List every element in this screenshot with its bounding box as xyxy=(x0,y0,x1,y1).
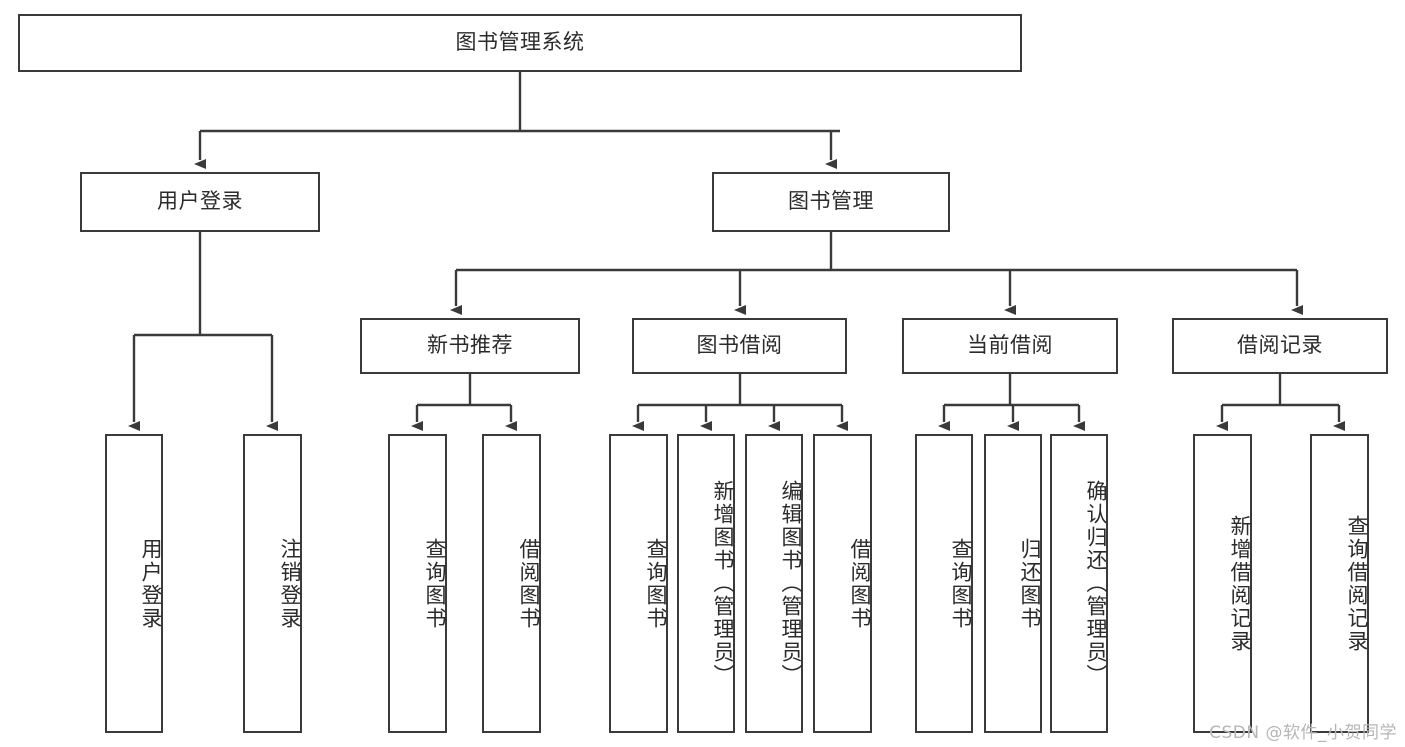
node-leaf-edit-book-admin[interactable]: 编辑图书（管理员） xyxy=(745,434,803,733)
node-book-borrow[interactable]: 图书借阅 xyxy=(632,318,847,374)
node-label: 当前借阅 xyxy=(967,333,1053,358)
node-leaf-user-logout[interactable]: 注销登录 xyxy=(243,434,302,733)
node-leaf-query-book-2[interactable]: 查询图书 xyxy=(609,434,668,733)
node-root[interactable]: 图书管理系统 xyxy=(18,14,1022,72)
watermark: CSDN @软件_小贺同学 xyxy=(1209,723,1397,743)
node-label: 归还图书 xyxy=(1018,537,1042,630)
node-leaf-return-book[interactable]: 归还图书 xyxy=(984,434,1042,733)
node-label: 图书管理 xyxy=(788,189,874,214)
node-label: 查询借阅记录 xyxy=(1345,514,1369,653)
node-label: 查询图书 xyxy=(423,537,447,630)
node-leaf-add-book-admin[interactable]: 新增图书（管理员） xyxy=(677,434,735,733)
node-leaf-confirm-return-admin[interactable]: 确认归还（管理员） xyxy=(1050,434,1108,733)
node-label: 新书推荐 xyxy=(427,333,513,358)
node-label: 图书借阅 xyxy=(696,333,783,358)
node-leaf-query-book-1[interactable]: 查询图书 xyxy=(388,434,447,733)
node-label: 确认归还（管理员） xyxy=(1084,480,1108,687)
node-leaf-query-book-3[interactable]: 查询图书 xyxy=(915,434,973,733)
node-leaf-user-login[interactable]: 用户登录 xyxy=(105,434,163,733)
node-label: 借阅图书 xyxy=(517,537,541,630)
node-leaf-add-borrow-record[interactable]: 新增借阅记录 xyxy=(1193,434,1252,733)
node-label: 用户登录 xyxy=(157,189,243,214)
node-leaf-borrow-book-1[interactable]: 借阅图书 xyxy=(482,434,541,733)
node-label: 借阅记录 xyxy=(1237,333,1323,358)
node-new-book-recommend[interactable]: 新书推荐 xyxy=(360,318,580,374)
node-label: 借阅图书 xyxy=(848,537,872,630)
node-book-manage[interactable]: 图书管理 xyxy=(712,172,950,232)
node-borrow-record[interactable]: 借阅记录 xyxy=(1172,318,1388,374)
node-label: 编辑图书（管理员） xyxy=(779,480,803,687)
node-label: 图书管理系统 xyxy=(455,30,585,55)
node-user-login[interactable]: 用户登录 xyxy=(80,172,320,232)
node-label: 新增图书（管理员） xyxy=(711,480,735,687)
node-leaf-borrow-book-2[interactable]: 借阅图书 xyxy=(813,434,872,733)
node-leaf-query-borrow-record[interactable]: 查询借阅记录 xyxy=(1310,434,1369,733)
node-current-borrow[interactable]: 当前借阅 xyxy=(902,318,1118,374)
node-label: 用户登录 xyxy=(139,537,163,630)
node-label: 新增借阅记录 xyxy=(1228,514,1252,653)
node-label: 查询图书 xyxy=(644,537,668,630)
node-label: 查询图书 xyxy=(949,537,973,630)
node-label: 注销登录 xyxy=(278,537,302,630)
